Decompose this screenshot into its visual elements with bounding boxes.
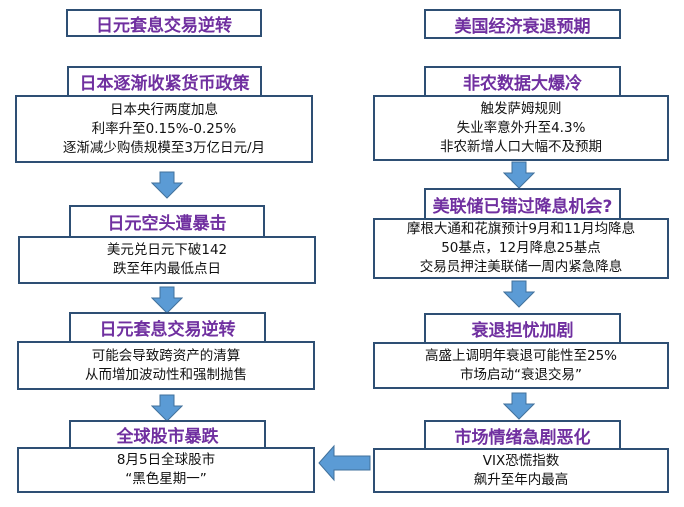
down-arrow-icon: [503, 161, 535, 189]
right-step-2-title-text: 美联储已错过降息机会?: [432, 196, 613, 217]
body-line: 市场启动“衰退交易”: [460, 366, 582, 383]
right-header-text: 美国经济衰退预期: [454, 16, 591, 37]
left-step-2-title: 日元空头遭暴击: [69, 205, 265, 238]
down-arrow-icon: [151, 286, 183, 314]
left-step-4-title: 全球股市暴跌: [69, 420, 266, 449]
body-line: 从而增加波动性和强制抛售: [85, 366, 247, 383]
left-step-3-body: 可能会导致跨资产的清算 从而增加波动性和强制抛售: [17, 341, 315, 390]
body-line: 50基点，12月降息25基点: [441, 240, 601, 256]
left-step-3-title: 日元套息交易逆转: [69, 312, 266, 343]
down-arrow-icon: [151, 394, 183, 422]
body-line: 美元兑日元下破142: [106, 242, 228, 258]
body-line: 逐渐减少购债规模至3万亿日元/月: [62, 139, 266, 156]
body-line: 飙升至年内最高: [473, 471, 569, 488]
right-step-2-title: 美联储已错过降息机会?: [424, 188, 621, 220]
right-step-1-body: 触发萨姆规则 失业率意外升至4.3% 非农新增人口大幅不及预期: [373, 95, 669, 161]
body-line: 摩根大通和花旗预计9月和11月均降息: [406, 221, 636, 237]
left-arrow-icon: [318, 444, 371, 482]
body-line: 交易员押注美联储一周内紧急降息: [419, 259, 623, 275]
body-line: 高盛上调明年衰退可能性至25%: [424, 347, 617, 364]
down-arrow-icon: [503, 280, 535, 308]
body-line: 失业率意外升至4.3%: [456, 119, 586, 136]
body-line: 利率升至0.15%-0.25%: [91, 120, 237, 137]
right-step-2-body: 摩根大通和花旗预计9月和11月均降息 50基点，12月降息25基点 交易员押注美…: [373, 218, 669, 279]
body-line: 日本央行两度加息: [110, 101, 218, 118]
right-step-3-title-text: 衰退担忧加剧: [471, 321, 574, 341]
right-step-4-body: VIX恐慌指数 飙升至年内最高: [373, 448, 669, 493]
left-header: 日元套息交易逆转: [66, 9, 262, 37]
left-step-4-body: 8月5日全球股市 “黑色星期一”: [17, 447, 315, 493]
body-line: 8月5日全球股市: [116, 452, 216, 468]
left-step-4-title-text: 全球股市暴跌: [116, 427, 219, 447]
body-line: 非农新增人口大幅不及预期: [440, 138, 602, 155]
right-step-1-title-text: 非农数据大爆冷: [463, 74, 582, 94]
left-step-3-title-text: 日元套息交易逆转: [99, 320, 236, 340]
down-arrow-icon: [503, 392, 535, 420]
body-line: “黑色星期一”: [125, 471, 207, 487]
left-header-text: 日元套息交易逆转: [96, 15, 232, 36]
down-arrow-icon: [151, 171, 183, 199]
body-line: 可能会导致跨资产的清算: [91, 347, 241, 364]
right-step-4-title: 市场情绪急剧恶化: [424, 420, 621, 450]
left-step-1-title-text: 日本逐渐收紧货币政策: [79, 74, 250, 94]
body-line: 跌至年内最低点日: [113, 261, 221, 277]
left-step-1-body: 日本央行两度加息 利率升至0.15%-0.25% 逐渐减少购债规模至3万亿日元/…: [15, 95, 313, 163]
right-step-4-title-text: 市场情绪急剧恶化: [454, 427, 591, 448]
left-step-2-title-text: 日元空头遭暴击: [107, 214, 227, 234]
left-step-2-body: 美元兑日元下破142 跌至年内最低点日: [18, 236, 316, 284]
right-step-3-body: 高盛上调明年衰退可能性至25% 市场启动“衰退交易”: [373, 342, 669, 389]
right-step-3-title: 衰退担忧加剧: [424, 313, 621, 344]
body-line: 触发萨姆规则: [480, 100, 562, 117]
right-step-1-title: 非农数据大爆冷: [424, 66, 621, 97]
body-line: VIX恐慌指数: [482, 452, 560, 469]
right-header: 美国经济衰退预期: [424, 9, 621, 39]
left-step-1-title: 日本逐渐收紧货币政策: [67, 66, 262, 97]
